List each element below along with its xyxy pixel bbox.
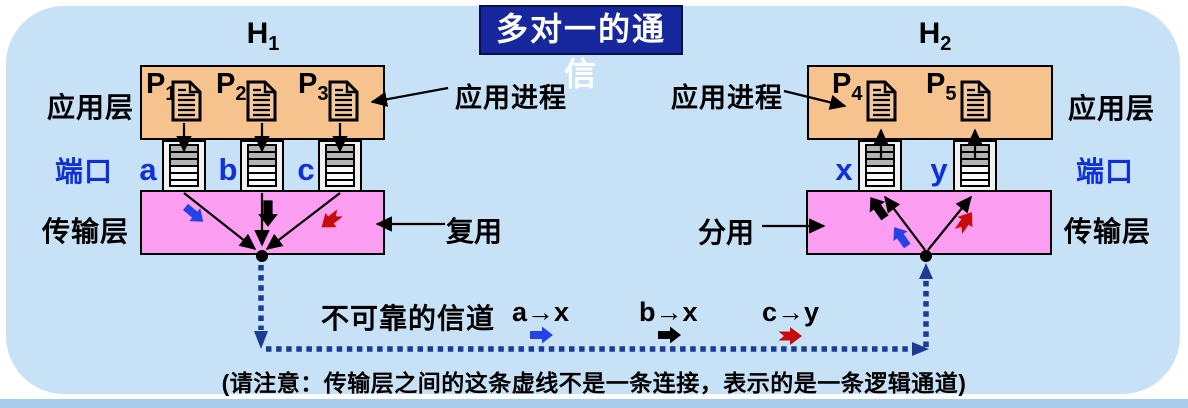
transport-layer-box-h2 <box>806 190 1052 255</box>
transport-layer-box-h1 <box>140 190 385 255</box>
port-letter-x: x <box>835 152 853 187</box>
title-banner: 多对一的通信 <box>479 5 683 92</box>
unreliable-channel-label: 不可靠的信道 <box>321 303 496 334</box>
process-p5-label: P5 <box>926 68 957 105</box>
host-h2-label: H2 <box>918 17 952 55</box>
process-p1-label: P1 <box>146 68 177 105</box>
queue-icon <box>325 144 355 187</box>
process-p2-label: P2 <box>216 68 247 105</box>
port-box-x <box>858 140 902 192</box>
port-box-y <box>953 140 997 192</box>
transport-layer-label-left: 传输层 <box>42 216 130 247</box>
document-icon <box>171 80 202 122</box>
process-p4-label: P4 <box>832 68 863 105</box>
demultiplexing-label: 分用 <box>698 217 755 248</box>
host-h1-label: H1 <box>246 17 280 55</box>
queue-icon <box>169 144 199 187</box>
transport-layer-label-right: 传输层 <box>1064 216 1152 247</box>
queue-icon <box>960 144 990 187</box>
mapping-c-to-y: c→y <box>762 297 820 327</box>
document-icon <box>866 80 897 122</box>
document-icon <box>328 80 359 122</box>
port-label-left: 端口 <box>55 156 114 187</box>
port-letter-c: c <box>297 152 315 187</box>
queue-icon <box>247 144 277 187</box>
queue-icon <box>865 144 895 187</box>
port-box-b <box>240 140 284 192</box>
mapping-b-to-x: b→x <box>639 297 698 327</box>
app-process-label-right: 应用进程 <box>671 83 783 113</box>
document-icon <box>960 80 991 122</box>
footnote: (请注意：传输层之间的这条虚线不是一条连接，表示的是一条逻辑通道) <box>221 370 967 396</box>
port-letter-y: y <box>930 152 948 187</box>
port-box-c <box>318 140 362 192</box>
port-letter-b: b <box>218 152 238 187</box>
app-layer-label-right: 应用层 <box>1068 93 1156 124</box>
mapping-a-to-x: a→x <box>512 297 570 327</box>
multiplexing-label: 复用 <box>446 216 503 247</box>
document-icon <box>246 80 277 122</box>
app-layer-label-left: 应用层 <box>47 92 135 123</box>
app-process-label-left: 应用进程 <box>455 83 567 113</box>
port-label-right: 端口 <box>1076 156 1135 187</box>
process-p3-label: P3 <box>298 68 329 105</box>
page-title: 多对一的通信 <box>495 11 666 92</box>
port-box-a <box>162 140 206 192</box>
port-letter-a: a <box>139 152 157 187</box>
bottom-strip <box>0 399 1188 408</box>
